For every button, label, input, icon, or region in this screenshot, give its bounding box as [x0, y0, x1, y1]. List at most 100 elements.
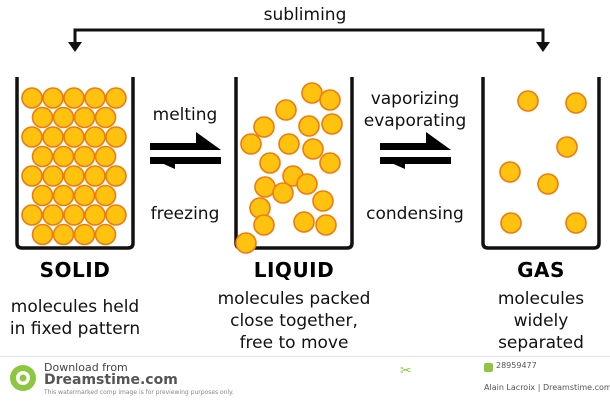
solid-molecule — [21, 165, 43, 187]
solid-molecule — [84, 87, 106, 109]
condensing-label: condensing — [366, 204, 464, 224]
solid-molecule — [105, 204, 127, 226]
dreamstime-link[interactable]: Dreamstime.com — [44, 372, 178, 388]
liquid-molecule — [319, 152, 341, 174]
liquid-molecule — [302, 138, 324, 160]
liquid-molecule — [315, 214, 337, 236]
solid-title: SOLID — [39, 258, 111, 282]
solid-molecule — [94, 145, 117, 168]
solid-molecule — [52, 184, 75, 207]
solid-desc-line-2: in fixed pattern — [9, 319, 141, 339]
subliming-label: subliming — [263, 5, 347, 25]
liquid-molecule — [235, 232, 257, 254]
gas-molecule — [499, 161, 521, 183]
states-of-matter-diagram — [15, 28, 601, 254]
solid-molecule — [94, 184, 117, 207]
liquid-title: LIQUID — [253, 258, 335, 282]
subliming-bracket — [73, 28, 545, 46]
solid-molecule — [84, 165, 106, 187]
gas-description: molecules widely separated — [476, 288, 606, 354]
solid-container — [15, 77, 135, 250]
solid-molecule — [73, 145, 96, 168]
liquid-molecule — [259, 152, 281, 174]
liquid-desc-line-2: close together, — [230, 311, 358, 331]
subliming-arrowhead-left — [68, 42, 82, 52]
subliming-arrowhead-right — [536, 42, 550, 52]
gas-desc-line-1: molecules — [497, 289, 585, 309]
gas-molecule — [556, 136, 578, 158]
solid-molecule — [105, 87, 127, 109]
liquid-molecule — [293, 211, 315, 233]
liquid-molecule — [312, 190, 334, 212]
gas-molecule — [537, 173, 559, 195]
solid-molecule — [63, 87, 85, 109]
liquid-molecule — [272, 182, 294, 204]
solid-molecule — [31, 223, 54, 246]
solid-molecule — [42, 204, 64, 226]
liquid-molecule — [253, 116, 275, 138]
liquid-molecule — [254, 176, 276, 198]
solid-molecule — [73, 223, 96, 246]
liquid-desc-line-3: free to move — [239, 333, 349, 353]
solid-molecule — [73, 184, 96, 207]
solid-molecule — [52, 106, 75, 129]
dreamstime-logo-icon — [10, 365, 36, 391]
solid-molecule — [31, 106, 54, 129]
gas-title: GAS — [517, 258, 565, 282]
liquid-description: molecules packed close together, free to… — [209, 288, 379, 354]
scissor-icon: ✂ — [400, 363, 412, 379]
vaporizing-condensing-arrows-icon — [380, 132, 451, 169]
liquid-molecule — [321, 113, 343, 135]
gas-container — [481, 77, 601, 250]
solid-molecule — [94, 106, 117, 129]
solid-molecule — [105, 126, 127, 148]
solid-molecule — [31, 145, 54, 168]
liquid-molecules — [235, 82, 343, 254]
solid-molecule — [63, 126, 85, 148]
solid-molecule — [84, 126, 106, 148]
image-credit: Alain Lacroix | Dreamstime.com — [484, 383, 610, 392]
gas-molecule — [500, 212, 522, 234]
solid-molecule — [42, 126, 64, 148]
solid-molecule — [21, 87, 43, 109]
watermark-footer: Download from Dreamstime.com This waterm… — [0, 356, 610, 401]
liquid-desc-line-1: molecules packed — [217, 289, 371, 309]
solid-molecule — [63, 204, 85, 226]
solid-molecules — [21, 87, 127, 246]
gas-molecules — [499, 90, 587, 234]
solid-molecule — [21, 204, 43, 226]
solid-molecule — [42, 165, 64, 187]
solid-molecule — [52, 223, 75, 246]
gas-desc-line-3: separated — [498, 333, 584, 353]
id-badge-icon — [484, 363, 493, 372]
gas-desc-line-2: widely — [513, 311, 569, 331]
solid-molecule — [42, 87, 64, 109]
solid-molecule — [63, 165, 85, 187]
solid-molecule — [21, 126, 43, 148]
liquid-molecule — [253, 214, 275, 236]
freezing-label: freezing — [150, 204, 220, 224]
liquid-molecule — [319, 89, 341, 111]
evaporating-label: evaporating — [363, 111, 467, 131]
liquid-molecule — [240, 133, 262, 155]
solid-molecule — [52, 145, 75, 168]
gas-molecule — [565, 92, 587, 114]
solid-molecule — [73, 106, 96, 129]
image-id: 28959477 — [496, 361, 537, 370]
vaporizing-label: vaporizing — [370, 89, 460, 109]
gas-molecule — [565, 212, 587, 234]
solid-molecule — [84, 204, 106, 226]
watermark-notice: This watermarked comp image is for previ… — [44, 389, 234, 396]
gas-molecule — [517, 90, 539, 112]
solid-molecule — [105, 165, 127, 187]
solid-description: molecules held in fixed pattern — [0, 296, 150, 340]
liquid-molecule — [278, 133, 300, 155]
liquid-molecule — [275, 99, 297, 121]
download-from-text: Download from — [44, 361, 128, 374]
solid-desc-line-1: molecules held — [10, 297, 140, 317]
melting-label: melting — [152, 105, 218, 125]
solid-molecule — [31, 184, 54, 207]
solid-molecule — [94, 223, 117, 246]
liquid-molecule — [301, 82, 323, 104]
liquid-molecule — [298, 115, 320, 137]
